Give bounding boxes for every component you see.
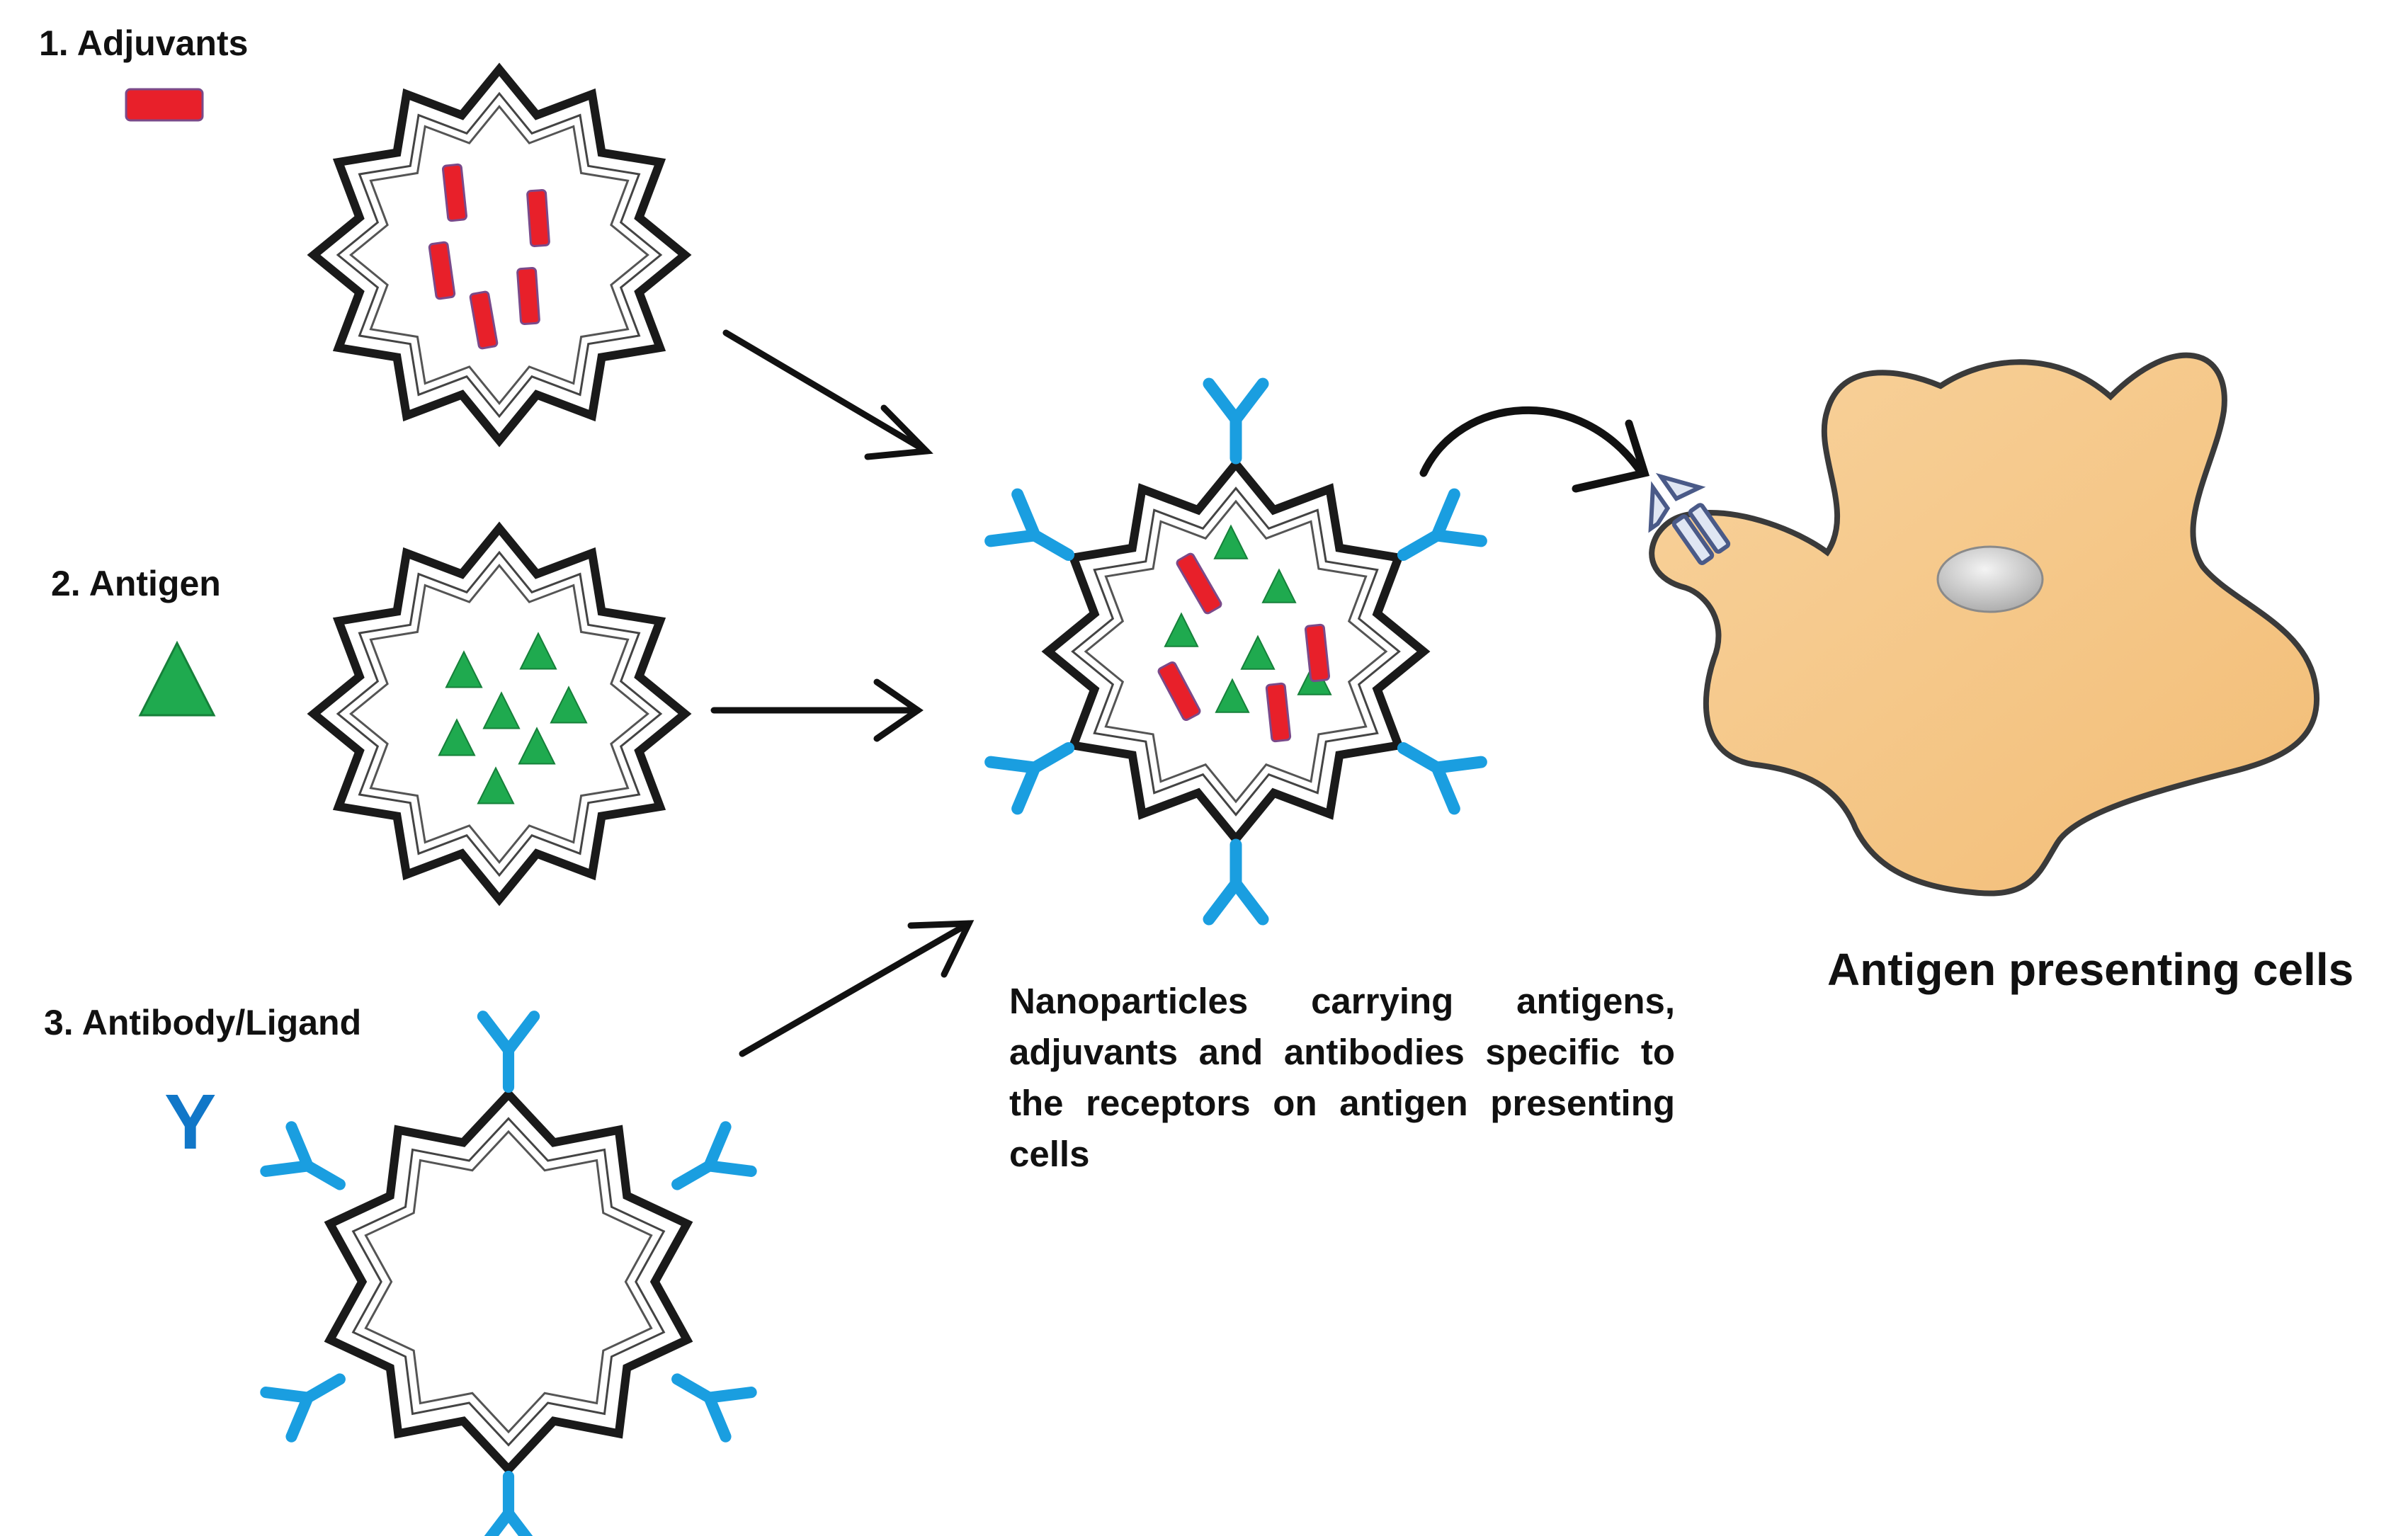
arrow-antigen-to-nanoparticle: [710, 678, 924, 742]
arrow-nanoparticle-to-cell: [1419, 406, 1650, 493]
arrow-antibody-to-nanoparticle: [739, 920, 975, 1057]
antibody-label: 3. Antibody/Ligand: [44, 1003, 362, 1042]
antibody-icon: [1397, 488, 1487, 561]
adjuvant-icon: [441, 163, 468, 222]
adjuvant-icon: [1304, 623, 1331, 683]
shell-middle: [336, 91, 663, 419]
antigen-icon: [519, 632, 557, 670]
adjuvant-icon: [1265, 682, 1292, 743]
adjuvant-icon: [526, 189, 550, 247]
adjuvants-label: 1. Adjuvants: [39, 23, 249, 63]
adjuvant-icon: [1157, 661, 1201, 722]
antigen-label: 2. Antigen: [51, 564, 221, 603]
antibody-icon: [984, 488, 1075, 561]
shell-middle: [1071, 487, 1401, 817]
adjuvant-icon: [428, 241, 456, 300]
antibody-icon: [1397, 742, 1487, 815]
shell-middle: [336, 550, 663, 877]
antibody-icon: [260, 1121, 346, 1190]
antibody-icon: [1203, 838, 1269, 926]
antibody-icon: [1203, 377, 1269, 465]
antigen-icon: [1240, 635, 1276, 670]
antigen-icon: [445, 650, 483, 688]
nanoparticle-caption: Nanoparticles carrying antigens, adjuvan…: [1009, 981, 1675, 1174]
antibody-nanoparticle: [260, 1011, 757, 1536]
antigen-nanoparticle: [307, 521, 692, 906]
antibody-icon: [671, 1121, 757, 1190]
antigen-icon: [482, 691, 521, 729]
antigen-icon: [438, 718, 476, 756]
shell-inner: [349, 105, 649, 405]
adjuvant-icon: [516, 267, 540, 325]
antigen-icon: [1261, 568, 1297, 603]
cell-nucleus: [1936, 545, 2044, 613]
adjuvant-legend-icon: [125, 88, 204, 122]
antibody-legend-icon: Y: [164, 1079, 217, 1166]
adjuvant-nanoparticle: [307, 62, 692, 448]
adjuvant-icon: [1176, 552, 1222, 615]
antigen-icon: [1164, 612, 1199, 647]
antibody-icon: [484, 1470, 533, 1536]
antigen-icon: [1215, 678, 1250, 713]
antigen-icon: [518, 727, 556, 765]
apc-label: Antigen presenting cells: [1827, 944, 2354, 995]
shell-middle: [351, 1117, 666, 1447]
combined-nanoparticle: [984, 377, 1487, 926]
antigen-icon: [550, 685, 588, 724]
antibody-icon: [984, 742, 1075, 815]
antigen-icon: [1213, 524, 1249, 559]
shell-inner: [1084, 499, 1388, 804]
arrow-adjuvant-to-nanoparticle: [722, 329, 933, 460]
receptor-icon: [1648, 472, 1731, 565]
cell-body: [1649, 352, 2320, 897]
antigen-presenting-cell: [1648, 352, 2320, 897]
antigen-legend-icon: [138, 640, 216, 717]
shell-inner: [364, 1130, 653, 1434]
antibody-icon: [260, 1373, 346, 1443]
antibody-icon: [477, 1011, 540, 1093]
antibody-icon: [671, 1373, 757, 1443]
antigen-icon: [477, 766, 515, 804]
adjuvant-icon: [469, 290, 499, 350]
